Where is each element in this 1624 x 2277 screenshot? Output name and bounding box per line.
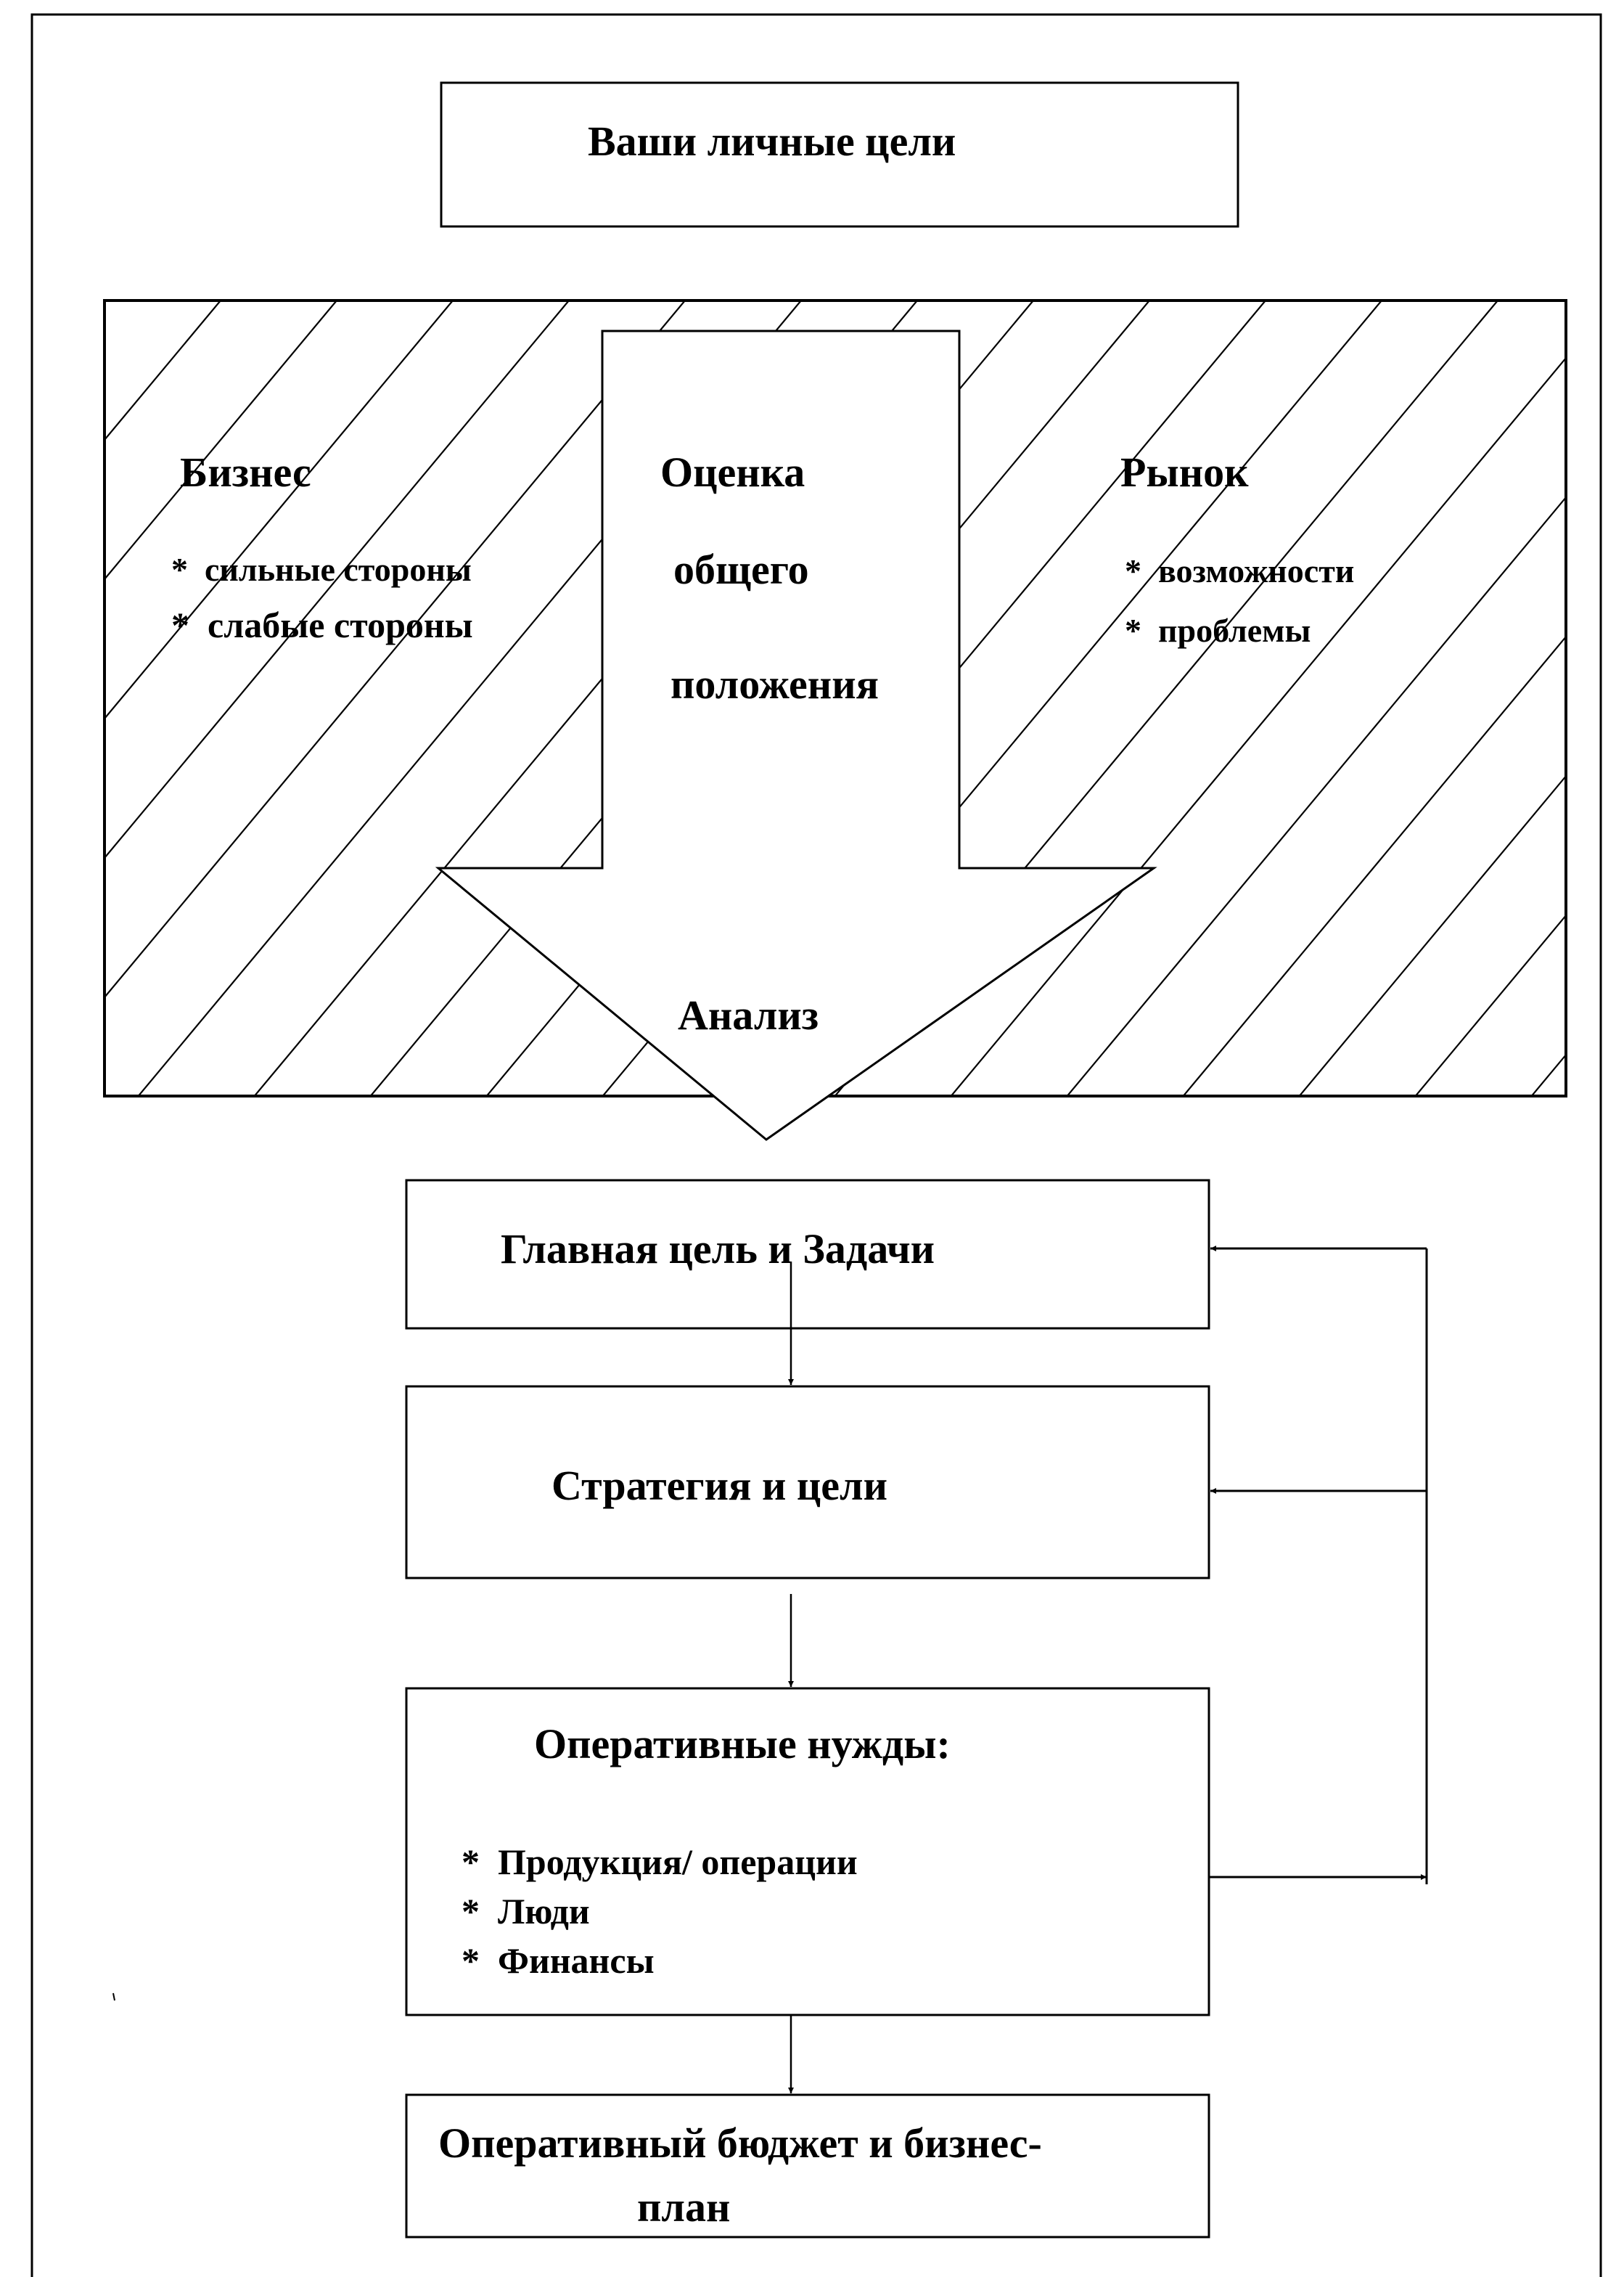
hatch-line (950, 356, 1566, 1096)
bullet: * (462, 1891, 480, 1931)
needs-item-people: * Люди (462, 1893, 590, 1929)
hatch-line (1066, 496, 1566, 1096)
needs-item-text: Люди (498, 1891, 590, 1931)
market-item-opportunities: * возможности (1125, 555, 1354, 588)
business-item-weaknesses: * слабые стороны (171, 607, 473, 643)
bullet: * (462, 1841, 480, 1882)
needs-item-text: Финансы (498, 1940, 655, 1981)
arrow-line-general: общего (673, 546, 809, 593)
needs-item-products: * Продукция/ операции (462, 1844, 858, 1880)
strategy-label: Стратегия и цели (551, 1462, 887, 1509)
market-item-text: возможности (1158, 552, 1355, 589)
business-item-strengths: * сильные стороны (171, 553, 472, 586)
needs-item-finance: * Финансы (462, 1942, 655, 1979)
market-item-problems: * проблемы (1125, 614, 1311, 647)
strategy-box (405, 1385, 1210, 1579)
market-item-text: проблемы (1158, 612, 1311, 649)
bullet: * (1125, 612, 1141, 649)
hatch-line (1298, 774, 1566, 1096)
business-title: Бизнес (180, 449, 311, 496)
budget-label-line-1: Оперативный бюджет и бизнес- (438, 2119, 1042, 2167)
budget-label-line-2: план (637, 2183, 731, 2231)
hatch-line (1414, 914, 1566, 1096)
budget-box (405, 2093, 1210, 2239)
operational-needs-label: Оперативные нужды: (534, 1720, 951, 1767)
arrow-head-label: Анализ (678, 992, 819, 1039)
hatch-line (104, 301, 105, 302)
bullet: * (171, 551, 188, 588)
hatch-line (104, 301, 221, 441)
operational-needs-box (405, 1687, 1210, 2016)
outer-frame (30, 13, 1602, 2277)
hatch-line (104, 301, 570, 859)
arrow-line-assessment: Оценка (660, 449, 805, 496)
business-item-text: сильные стороны (205, 551, 472, 588)
hatch-line (1182, 635, 1566, 1096)
hatch-line (104, 301, 686, 999)
bullet: * (171, 605, 189, 645)
business-item-text: слабые стороны (208, 605, 473, 645)
hatch-line (104, 301, 454, 720)
bullet: * (1125, 552, 1141, 589)
needs-item-text: Продукция/ операции (498, 1841, 858, 1882)
market-title: Рынок (1120, 449, 1249, 496)
personal-goals-label: Ваши личные цели (588, 118, 956, 165)
arrow-line-position: положения (670, 661, 879, 708)
personal-goals-box (440, 81, 1239, 228)
hatch-line (104, 301, 337, 581)
main-goal-box (405, 1179, 1210, 1330)
bullet: * (462, 1940, 480, 1981)
scan-speck (112, 1992, 115, 2001)
assessment-arrow (435, 330, 1157, 1141)
main-goal-label: Главная цель и Задачи (501, 1225, 935, 1272)
